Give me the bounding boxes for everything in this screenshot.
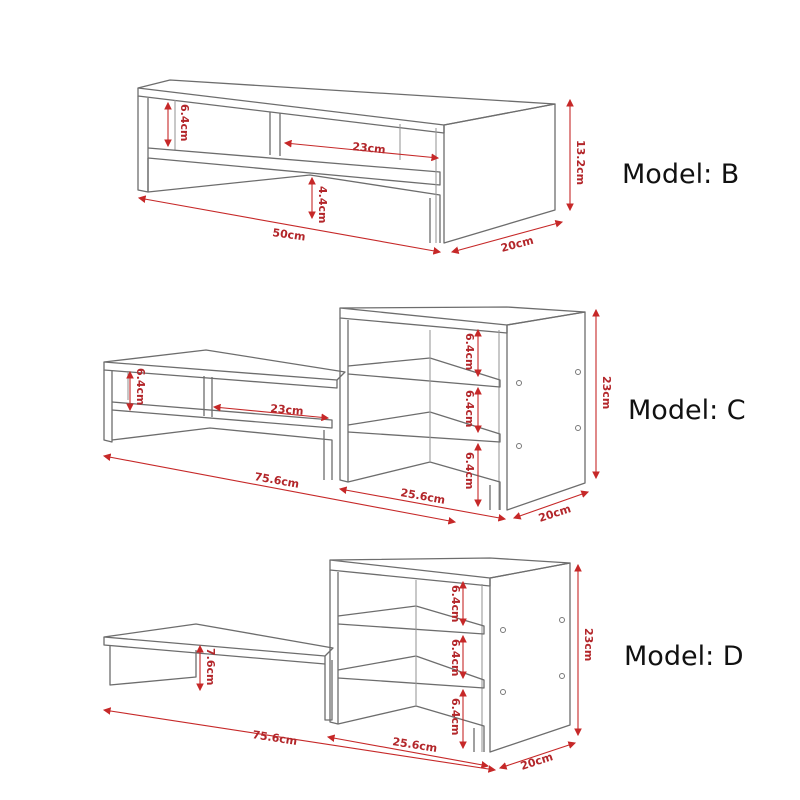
model-b-dim-length: 50cm	[272, 226, 307, 244]
model-d-dim-riser-height: 7.6cm	[204, 648, 217, 685]
model-d-tower-shelf-2	[337, 655, 485, 689]
model-d-riser-right-leg	[324, 660, 333, 721]
model-d-dim-shelf-2: 6.4cm	[449, 639, 462, 676]
model-b-right-panel	[443, 103, 556, 244]
model-c-dim-inner-width: 23cm	[270, 402, 304, 418]
model-c-dim-shelf-2: 6.4cm	[463, 390, 476, 427]
model-b-dim-height-inner: 6.4cm	[178, 104, 191, 141]
model-c-tower-right-panel	[506, 311, 586, 511]
model-c-tower-shelf-1	[347, 357, 501, 388]
model-b-left-panel	[137, 96, 149, 193]
model-b-drawing	[137, 79, 574, 255]
model-b-dim-inner-width: 23cm	[352, 140, 386, 156]
model-c-dim-length: 75.6cm	[253, 470, 300, 491]
model-c-tower-left-panel	[339, 318, 349, 483]
model-d-dim-depth: 20cm	[519, 750, 555, 773]
model-c-dim-shelf-1: 6.4cm	[463, 333, 476, 370]
model-d-tower-left-panel	[329, 570, 339, 725]
model-c-dim-shelf-3: 6.4cm	[463, 452, 476, 489]
model-d-tower-shelf-1	[337, 605, 485, 635]
model-c-drawing	[102, 306, 600, 525]
model-d-dim-height-total: 23cm	[582, 628, 595, 661]
model-d-riser-left-leg	[109, 645, 197, 686]
model-c-tower-top	[339, 306, 586, 326]
model-d-dim-shelf-1: 6.4cm	[449, 585, 462, 622]
model-c-dim-depth: 20cm	[537, 502, 573, 525]
model-d-drawing	[102, 557, 582, 773]
model-c-dim-height-inner: 6.4cm	[134, 368, 147, 405]
model-b-dim-depth: 20cm	[499, 234, 535, 255]
model-d-tower-right-panel	[489, 562, 571, 753]
model-d-dim-length: 75.6cm	[252, 728, 299, 748]
model-b-label: Model: B	[622, 159, 739, 190]
model-d-dim-shelf-3: 6.4cm	[449, 698, 462, 735]
model-c-dim-height-total: 23cm	[600, 376, 613, 409]
model-c-label: Model: C	[628, 395, 746, 426]
model-c-riser-divider	[203, 376, 213, 417]
model-d-label: Model: D	[624, 641, 744, 672]
model-d-riser-top	[103, 623, 334, 657]
model-b-divider	[269, 112, 281, 156]
model-c-riser-top	[103, 349, 346, 381]
model-d-tower-top	[329, 557, 571, 579]
model-b-top	[137, 79, 556, 126]
model-b-shelf	[147, 147, 441, 192]
model-d-dim-tower-width: 25.6cm	[392, 735, 439, 755]
model-c-riser-left	[103, 370, 113, 443]
model-b-dim-height-total: 13.2cm	[574, 140, 587, 185]
model-c-tower-shelf-2	[347, 411, 501, 443]
model-b-dim-leg-gap: 4.4cm	[316, 186, 329, 223]
